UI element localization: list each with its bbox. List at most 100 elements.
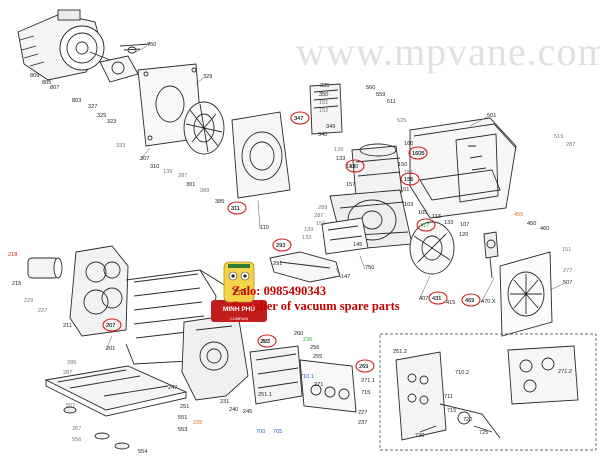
part-label: 805 (42, 80, 51, 86)
part-label: 389 (200, 188, 209, 194)
part-label: 101 (400, 187, 409, 193)
part-label: 310 (150, 164, 159, 170)
part-label: 245 (243, 409, 252, 415)
fan-guard (499, 251, 553, 337)
rubber-feet (63, 406, 130, 450)
part-label: 120 (459, 232, 468, 238)
part-label: 551 (178, 415, 187, 421)
part-label: 525 (397, 118, 406, 124)
logo-name: MINH PHÚ (222, 306, 256, 313)
part-label: 287 (63, 370, 72, 376)
part-label: 507 (563, 280, 572, 286)
part-label: 240 (229, 407, 238, 413)
part-label: 231 (220, 399, 229, 405)
highlighted-part-label: 203 (261, 339, 270, 345)
part-label: 251.2 (393, 349, 407, 355)
motor-housing (69, 245, 233, 365)
part-label: 325 (97, 113, 106, 119)
part-label: 152 (319, 108, 328, 114)
highlight-circle (428, 291, 448, 305)
highlight-circle (272, 238, 292, 252)
part-label: 347 (294, 116, 303, 122)
part-label: 207 (106, 323, 115, 329)
part-label: 157 (346, 182, 355, 188)
part-label: 160 (404, 141, 413, 147)
part-label: 142 (346, 164, 355, 170)
part-label: 229 (24, 298, 33, 304)
part-label: 291 (273, 261, 282, 267)
top-cover-plate (309, 83, 343, 135)
part-label: 113 (432, 214, 441, 220)
part-label: 133 (336, 156, 345, 162)
part-label: 519 (554, 134, 563, 140)
part-label: 311 (231, 206, 240, 212)
part-label: 103 (404, 202, 413, 208)
part-label: 470.X (481, 299, 496, 305)
minh-phu-logo (211, 261, 267, 322)
part-label: 110 (260, 225, 269, 231)
part-label: 730 (415, 433, 424, 439)
part-label: 287 (314, 213, 323, 219)
part-label: 559 (376, 92, 385, 98)
highlighted-part-label: 347 (294, 116, 303, 122)
pump-body (181, 313, 249, 401)
fan-cover (231, 111, 291, 199)
part-label: 803 (72, 98, 81, 104)
contact-phone: Zalo: 0985490343 (232, 284, 327, 298)
part-label: 750 (147, 42, 156, 48)
part-label: 560 (366, 85, 375, 91)
part-label: 227 (38, 308, 47, 314)
part-label: 139 (163, 169, 172, 175)
part-label: 385 (215, 199, 224, 205)
rotor-end-cover (409, 221, 455, 275)
part-label: 715 (447, 408, 456, 414)
part-label: 251 (180, 404, 189, 410)
part-label: 333 (116, 143, 125, 149)
highlighted-part-label: 155 (404, 177, 413, 183)
part-label: 255 (313, 354, 322, 360)
part-label: 139 (304, 227, 313, 233)
part-label: 323 (107, 119, 116, 125)
part-label: 327 (88, 104, 97, 110)
highlight-circle (345, 159, 365, 173)
part-label: 201 (106, 346, 115, 352)
part-label: 556 (72, 437, 81, 443)
part-label: 407 (419, 296, 428, 302)
part-label: 267 (72, 426, 81, 432)
highlight-circle (461, 293, 481, 307)
part-label: 145 (353, 242, 362, 248)
capacitor (27, 257, 63, 279)
watermark-text: www.mpvane.com (296, 29, 600, 74)
part-label: 350 (319, 92, 328, 98)
part-label: 700 (256, 429, 265, 435)
part-label: 809 (30, 73, 39, 79)
part-label: 271.2 (558, 369, 572, 375)
part-label: 236 (303, 337, 312, 343)
supplier-tagline: Supplier of vacuum spare parts (232, 299, 400, 313)
part-label: 307 (140, 156, 149, 162)
part-label: 269 (359, 364, 368, 370)
highlighted-part-label: 431 (432, 296, 441, 302)
highlight-circle (416, 218, 436, 232)
highlight-circle (408, 146, 428, 160)
flange-parts (99, 43, 151, 83)
part-label: 431 (432, 296, 441, 302)
part-label: 133 (302, 235, 311, 241)
part-label: 711 (444, 394, 453, 400)
part-label: 227 (358, 410, 367, 416)
part-label: 256 (310, 345, 319, 351)
highlighted-part-label: 417 (420, 223, 429, 229)
highlighted-part-label: 469 (465, 298, 474, 304)
highlighted-part-label: 293 (276, 243, 285, 249)
part-label: 215 (12, 281, 21, 287)
part-label: 469 (465, 298, 474, 304)
part-label: 710.2 (455, 370, 469, 376)
cooling-fan (183, 101, 225, 155)
highlighted-part-label: 269 (359, 364, 368, 370)
part-label: 720 (463, 417, 472, 423)
highlighted-part-label: 130 (349, 164, 358, 170)
part-label: 287 (566, 142, 575, 148)
part-label: 725 (479, 430, 488, 436)
part-label: 554 (138, 449, 147, 455)
